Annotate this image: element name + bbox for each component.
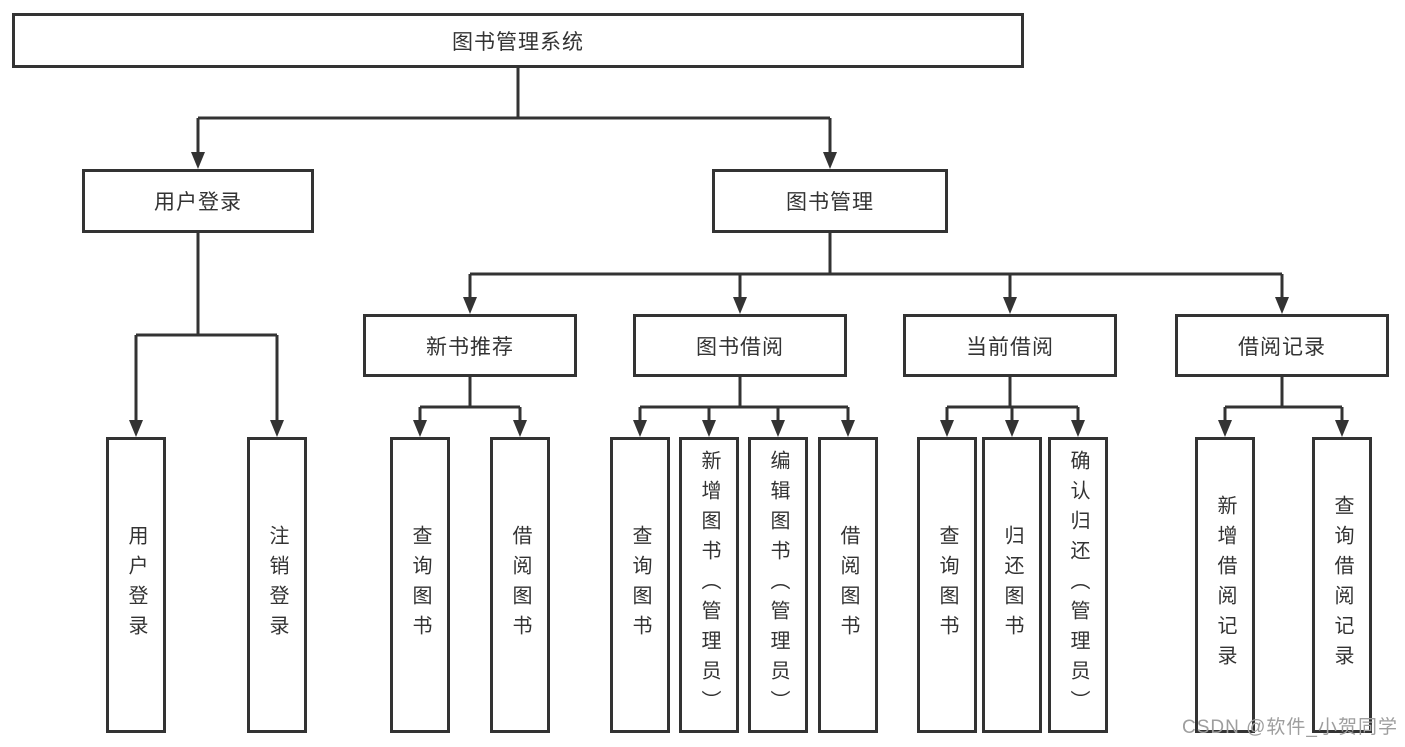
csdn-watermark: CSDN @软件_小贺同学 <box>1182 717 1398 738</box>
node-cb-query-books: 查询图书 <box>917 437 977 733</box>
node-bb-add-book-admin: 新增图书（管理员） <box>679 437 739 733</box>
node-br-add-record: 新增借阅记录 <box>1195 437 1255 733</box>
node-label: 借阅记录 <box>1238 335 1326 359</box>
node-label: 注销登录 <box>266 525 288 645</box>
node-label: 借阅图书 <box>509 525 531 645</box>
node-new-book-recommend: 新书推荐 <box>363 314 577 377</box>
node-bb-query-books: 查询图书 <box>610 437 670 733</box>
node-label: 当前借阅 <box>966 335 1054 359</box>
node-label: 新增图书（管理员） <box>698 450 720 720</box>
node-cb-confirm-return-admin: 确认归还（管理员） <box>1048 437 1108 733</box>
node-label: 新增借阅记录 <box>1214 495 1236 675</box>
node-label: 图书借阅 <box>696 335 784 359</box>
node-borrowing-records: 借阅记录 <box>1175 314 1389 377</box>
node-book-management-branch: 图书管理 <box>712 169 948 233</box>
node-label: 借阅图书 <box>837 525 859 645</box>
node-nb-query-books: 查询图书 <box>390 437 450 733</box>
node-label: 用户登录 <box>154 191 242 214</box>
node-label: 编辑图书（管理员） <box>767 450 789 720</box>
node-current-borrowing: 当前借阅 <box>903 314 1117 377</box>
node-root: 图书管理系统 <box>12 13 1024 68</box>
node-user-login-branch: 用户登录 <box>82 169 314 233</box>
node-nb-borrow-books: 借阅图书 <box>490 437 550 733</box>
node-bb-edit-book-admin: 编辑图书（管理员） <box>748 437 808 733</box>
node-label: 查询图书 <box>409 525 431 645</box>
node-book-borrowing: 图书借阅 <box>633 314 847 377</box>
node-label: 查询借阅记录 <box>1331 495 1353 675</box>
node-label: 用户登录 <box>125 525 147 645</box>
node-label: 图书管理 <box>786 191 874 214</box>
arrowheads <box>129 152 1349 437</box>
node-label: 确认归还（管理员） <box>1067 450 1089 720</box>
node-label: 归还图书 <box>1001 525 1023 645</box>
node-bb-borrow-books: 借阅图书 <box>818 437 878 733</box>
node-label: 查询图书 <box>936 525 958 645</box>
node-label: 新书推荐 <box>426 335 514 359</box>
node-br-query-record: 查询借阅记录 <box>1312 437 1372 733</box>
node-user-login-action: 用户登录 <box>106 437 166 733</box>
node-cb-return-book: 归还图书 <box>982 437 1042 733</box>
node-label: 查询图书 <box>629 525 651 645</box>
node-root-label: 图书管理系统 <box>452 30 584 54</box>
node-logout-action: 注销登录 <box>247 437 307 733</box>
